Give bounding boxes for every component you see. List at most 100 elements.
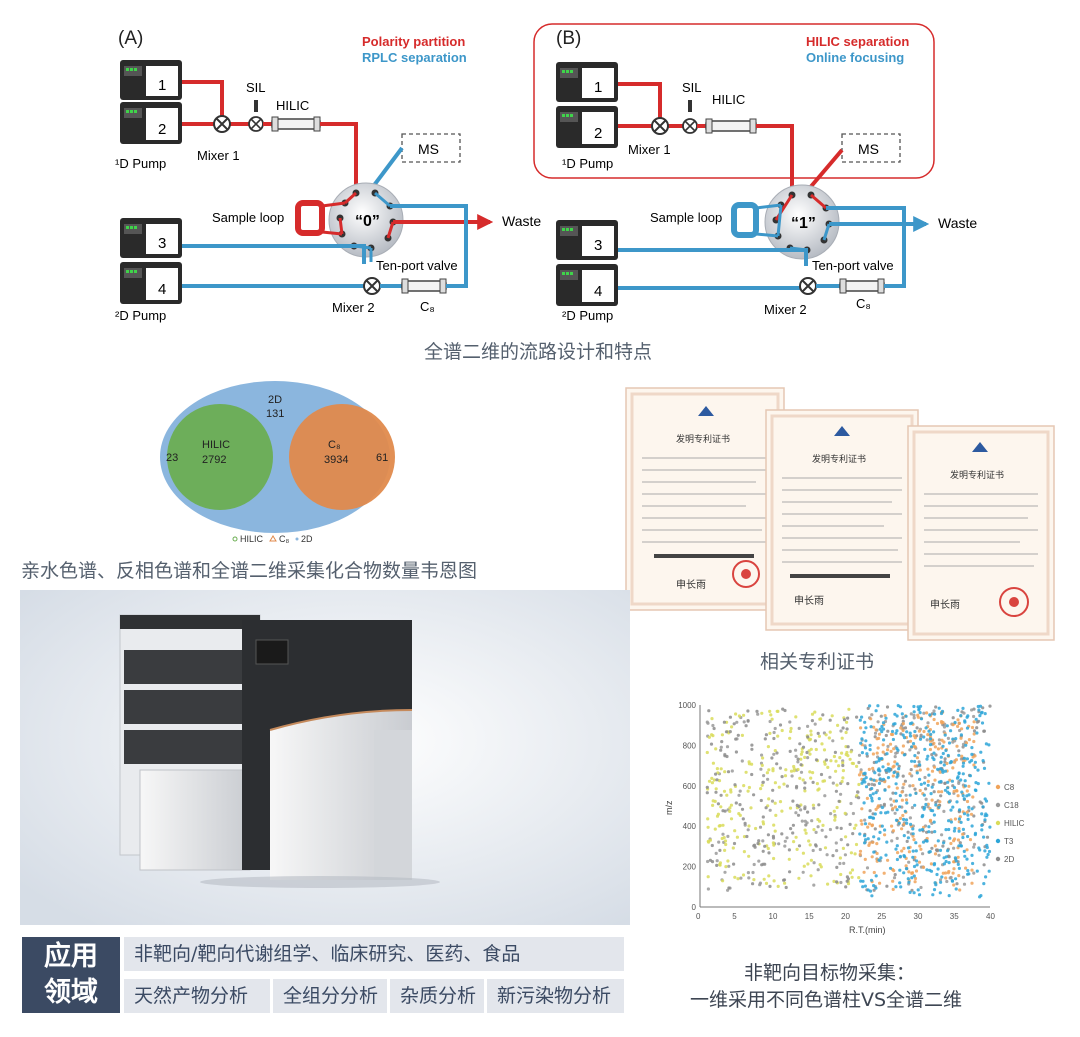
c8-column-icon-a <box>401 278 447 294</box>
scatter-point-c18 <box>923 775 927 780</box>
scatter-point-hilic <box>714 747 718 751</box>
scatter-point-hilic <box>846 754 850 758</box>
scatter-point-2d <box>934 848 939 852</box>
scatter-point-t3 <box>967 805 971 809</box>
scatter-point-t3 <box>987 781 991 785</box>
scatter-point-c18 <box>851 811 855 816</box>
scatter-point-t3 <box>917 708 921 712</box>
scatter-point-t3 <box>922 805 927 810</box>
scatter-point-t3 <box>883 788 887 792</box>
scatter-point-t3 <box>863 720 867 724</box>
scatter-point-c18 <box>839 880 843 885</box>
scatter-point-2d <box>719 793 723 797</box>
scatter-point-2d <box>821 713 825 717</box>
scatter-point-t3 <box>912 704 916 709</box>
scatter-point-c18 <box>794 754 798 758</box>
scatter-point-2d <box>885 705 890 709</box>
scatter-point-t3 <box>959 778 963 782</box>
scatter-point-hilic <box>729 790 733 794</box>
scatter-point-hilic <box>773 749 777 753</box>
scatter-point-c8 <box>969 812 974 816</box>
scatter-point-t3 <box>986 852 990 857</box>
scatter-point-2d <box>819 772 824 777</box>
scatter-point-hilic <box>838 756 842 760</box>
scatter-point-hilic <box>723 848 727 852</box>
scatter-point-c8 <box>938 800 942 804</box>
scatter-point-c8 <box>965 799 970 804</box>
scatter-point-2d <box>724 730 729 734</box>
scatter-point-c8 <box>967 738 971 742</box>
scatter-point-t3 <box>907 880 911 884</box>
scatter-point-t3 <box>915 863 919 867</box>
scatter-point-c8 <box>900 790 904 794</box>
scatter-point-t3 <box>950 879 954 883</box>
scatter-point-c18 <box>812 861 816 865</box>
scatter-point-hilic <box>718 863 722 867</box>
scatter-point-c8 <box>859 819 863 823</box>
scatter-point-hilic <box>744 770 748 774</box>
scatter-point-c18 <box>838 861 842 866</box>
scatter-point-t3 <box>922 735 926 739</box>
scatter-point-hilic <box>807 738 812 742</box>
scatter-point-2d <box>988 704 992 708</box>
scatter-point-hilic <box>738 813 742 817</box>
pump-2-number: 2 <box>158 121 166 138</box>
scatter-point-t3 <box>932 820 936 824</box>
scatter-point-t3 <box>914 849 918 853</box>
scatter-point-t3 <box>943 733 947 737</box>
scatter-point-hilic <box>799 752 803 756</box>
scatter-point-hilic <box>783 881 787 885</box>
scatter-point-2d <box>960 710 964 714</box>
scatter-point-2d <box>723 754 727 758</box>
scatter-y-tick-label: 600 <box>683 782 697 791</box>
scatter-point-c18 <box>723 870 727 874</box>
scatter-y-tick-label: 0 <box>692 903 697 912</box>
scatter-x-axis-label: R.T.(min) <box>849 925 886 935</box>
scatter-point-2d <box>844 885 848 889</box>
scatter-point-c18 <box>820 828 824 832</box>
scatter-point-t3 <box>946 780 950 784</box>
scatter-point-t3 <box>901 733 905 737</box>
scatter-point-c18 <box>937 738 941 742</box>
scatter-point-c8 <box>913 745 917 749</box>
scatter-point-c18 <box>788 720 792 724</box>
scatter-point-c18 <box>849 801 853 806</box>
scatter-point-c18 <box>942 809 946 813</box>
scatter-point-hilic <box>721 879 725 883</box>
scatter-point-hilic <box>850 868 855 872</box>
scatter-point-c18 <box>766 777 770 781</box>
scatter-point-hilic <box>809 776 813 780</box>
scatter-point-2d <box>841 763 845 768</box>
pump-1d-label: ¹D Pump <box>115 156 166 171</box>
scatter-point-c8 <box>892 764 896 768</box>
scatter-point-t3 <box>872 835 876 839</box>
scatter-point-c18 <box>857 753 862 757</box>
scatter-point-hilic <box>803 755 807 759</box>
scatter-point-t3 <box>902 753 906 757</box>
scatter-point-c8 <box>877 736 881 740</box>
scatter-point-t3 <box>874 791 878 795</box>
scatter-point-2d <box>719 748 723 752</box>
scatter-point-c8 <box>935 721 940 726</box>
sample-loop-coil-b <box>731 202 759 238</box>
scatter-point-2d <box>736 733 740 737</box>
scatter-point-c8 <box>949 841 953 846</box>
scatter-point-c8 <box>926 733 930 737</box>
scatter-point-hilic <box>723 770 727 774</box>
scatter-point-2d <box>803 807 807 811</box>
scatter-point-c18 <box>770 799 775 803</box>
scatter-point-hilic <box>713 827 717 831</box>
scatter-point-hilic <box>852 826 857 830</box>
scatter-point-t3 <box>925 868 929 872</box>
scatter-point-t3 <box>965 715 969 719</box>
scatter-point-2d <box>833 750 837 754</box>
scatter-point-hilic <box>808 770 812 774</box>
scatter-point-c8 <box>859 726 863 730</box>
scatter-point-c8 <box>944 876 948 880</box>
scatter-point-2d <box>816 731 820 735</box>
scatter-point-c18 <box>725 745 730 749</box>
scatter-point-c18 <box>801 870 805 874</box>
scatter-point-hilic <box>809 747 813 751</box>
scatter-point-hilic <box>768 709 772 713</box>
scatter-point-t3 <box>957 866 961 870</box>
